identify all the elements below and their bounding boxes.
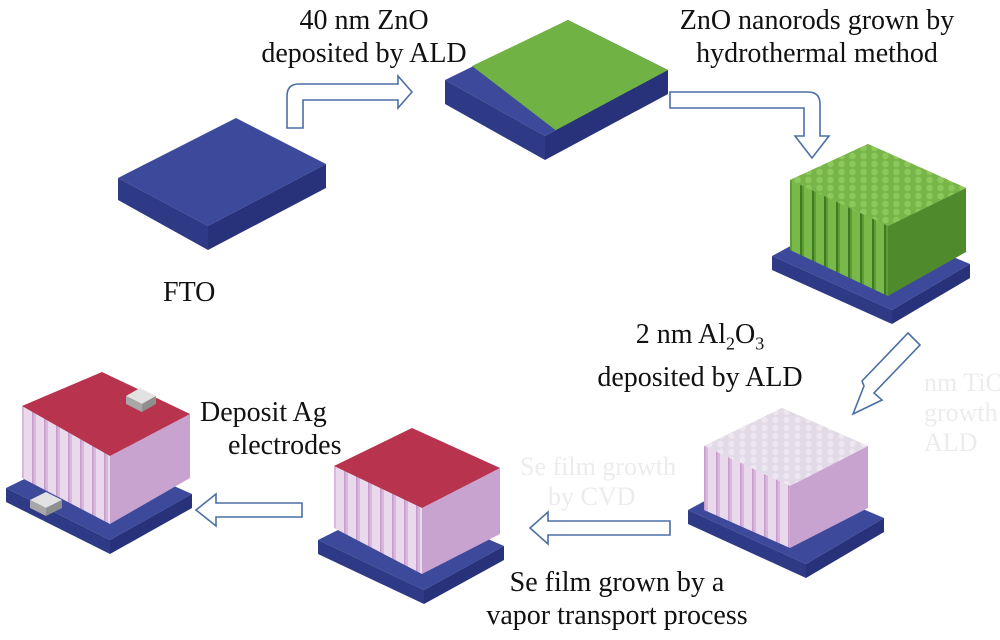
se-film-sample: [318, 428, 504, 604]
bottom-electrode: [30, 492, 62, 516]
step1-label: 40 nm ZnO deposited by ALD: [261, 5, 467, 69]
arrow-step5: [194, 492, 303, 528]
arrow-step2: [669, 91, 831, 160]
step2-label: ZnO nanorods grown by hydrothermal metho…: [679, 5, 955, 69]
arrow-step3: [851, 331, 922, 416]
arrow-step1: [286, 73, 414, 129]
step4-label: Se film grown by a vapor transport proce…: [486, 567, 748, 631]
ag-electrode-device: [6, 372, 192, 554]
step5-label: Deposit Ag electrodes: [200, 397, 342, 461]
fto-label: FTO: [163, 277, 216, 308]
top-electrode: [126, 388, 156, 412]
ghost-text-b: Se film growth by CVD: [520, 452, 676, 511]
ghost-text-a: nm TiO growth ALD: [924, 368, 1000, 457]
arrow-step4: [528, 510, 671, 546]
al2o3-coated-sample: [688, 408, 884, 578]
step3-formula: 2 nm Al2O3: [635, 319, 765, 354]
step3-label: 2 nm Al2O3 deposited by ALD: [560, 318, 840, 394]
fto-substrate: [118, 118, 326, 250]
zno-nanorods-sample: [772, 144, 970, 324]
zno-seed-layer-sample: [445, 20, 668, 160]
